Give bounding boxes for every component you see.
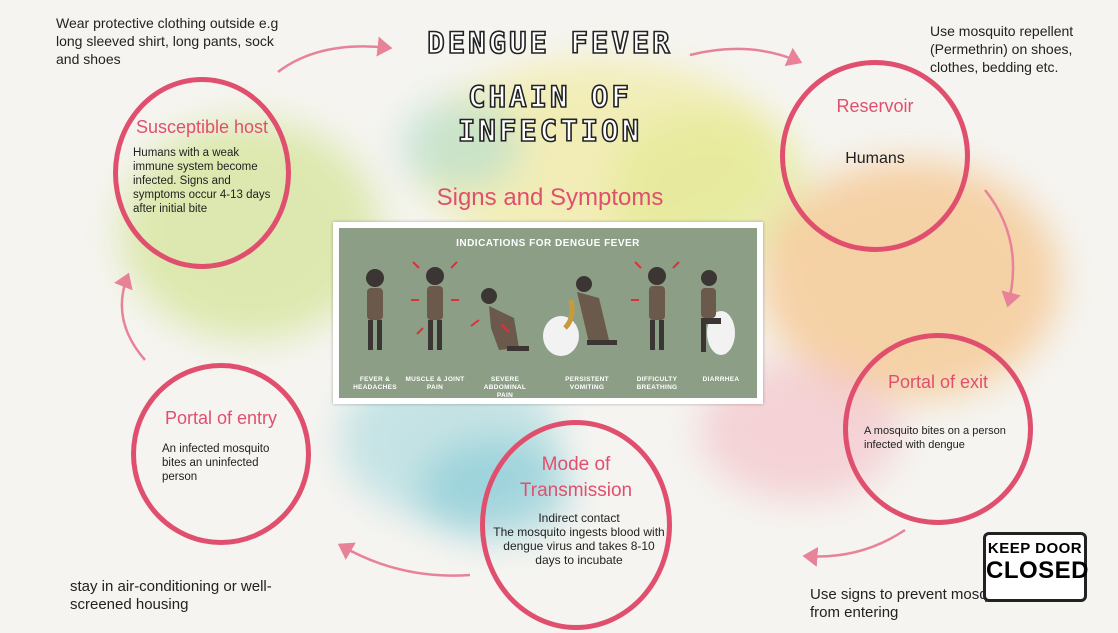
signs-heading: Signs and Symptoms bbox=[400, 184, 700, 212]
arrow-reservoir-to-exit bbox=[985, 190, 1013, 305]
arrow-entry-to-host bbox=[122, 275, 145, 360]
note-housing: stay in air-conditioning or well-screene… bbox=[70, 578, 290, 614]
arrow-mode-to-entry bbox=[340, 545, 470, 576]
portal-exit-title: Portal of exit bbox=[850, 372, 1026, 393]
susceptible-host-text: Humans with a weak immune system become … bbox=[133, 146, 283, 216]
symptom-figures bbox=[339, 228, 757, 398]
mode-transmission-text: Indirect contact The mosquito ingests bl… bbox=[492, 511, 666, 567]
reservoir-text: Humans bbox=[790, 150, 960, 168]
symptom-caption-muscle: MUSCLE & JOINT PAIN bbox=[405, 376, 465, 392]
portal-entry-title: Portal of entry bbox=[140, 408, 302, 429]
symptom-caption-abdominal: SEVERE ABDOMINAL PAIN bbox=[475, 376, 535, 400]
symptoms-panel: INDICATIONS FOR DENGUE FEVER bbox=[339, 228, 757, 398]
symptoms-image: INDICATIONS FOR DENGUE FEVER bbox=[333, 222, 763, 404]
symptom-caption-vomiting: PERSISTENT VOMITING bbox=[557, 376, 617, 392]
arrow-title-to-reservoir bbox=[690, 49, 800, 62]
symptom-caption-fever: FEVER & HEADACHES bbox=[345, 376, 405, 392]
arrow-host-to-title bbox=[278, 46, 390, 72]
symptom-caption-breathing: DIFFICULTY BREATHING bbox=[627, 376, 687, 392]
note-repellent: Use mosquito repellent (Permethrin) on s… bbox=[930, 22, 1100, 76]
susceptible-host-title: Susceptible host bbox=[120, 117, 284, 138]
symptom-caption-diarrhea: DIARRHEA bbox=[691, 376, 751, 384]
sign-line2: CLOSED bbox=[986, 557, 1084, 585]
arrow-exit-to-mode bbox=[805, 530, 905, 556]
portal-entry-text: An infected mosquito bites an uninfected… bbox=[162, 442, 292, 484]
portal-exit-text: A mosquito bites on a person infected wi… bbox=[864, 424, 1024, 452]
keep-door-closed-sign: KEEP DOOR CLOSED bbox=[983, 532, 1087, 602]
mode-transmission-title: Mode of Transmission bbox=[498, 452, 654, 504]
reservoir-title: Reservoir bbox=[790, 96, 960, 117]
sign-line1: KEEP DOOR bbox=[986, 540, 1084, 557]
note-clothing: Wear protective clothing outside e.g lon… bbox=[56, 14, 286, 68]
